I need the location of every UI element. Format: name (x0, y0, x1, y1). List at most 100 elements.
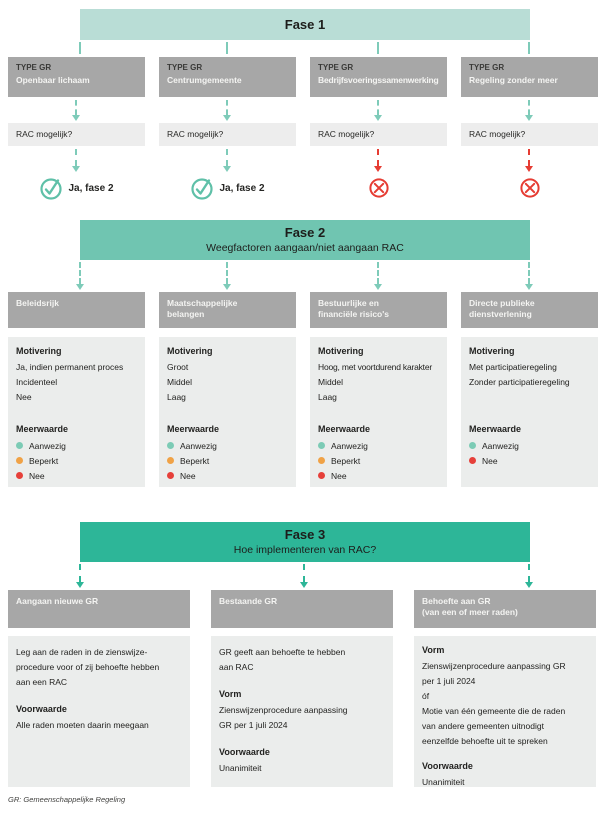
fase2-header-maatschappelijke-belangen: Maatschappelijke belangen (159, 292, 296, 328)
meerwaarde-item: Aanwezig (167, 438, 288, 453)
type-gr-name: Regeling zonder meer (469, 75, 558, 85)
meerwaarde-item: Nee (16, 468, 137, 483)
fase1-outcome-no (310, 174, 447, 202)
body-text-line: GR per 1 juli 2024 (219, 720, 288, 730)
voorwaarde-heading: Voorwaarde (16, 704, 67, 714)
fase1-outcome-no (461, 174, 598, 202)
fase1-question-box: RAC mogelijk? (159, 123, 296, 146)
body-text-line: procedure voor of zij behoefte hebben (16, 662, 160, 672)
fase1-type-box-bedrijfsvoeringssamenwerking: TYPE GR Bedrijfsvoeringssamenwerking (310, 57, 447, 97)
column-header-line: (van een of meer raden) (422, 607, 518, 617)
column-header-line: Directe publieke (469, 298, 535, 308)
body-text-line: Unanimiteit (219, 763, 262, 773)
outcome-label: Ja, fase 2 (68, 182, 114, 194)
fase1-outcome-yes: Ja, fase 2 (159, 174, 296, 202)
column-header-line: Behoefte aan GR (422, 596, 491, 606)
fase3-body-bestaande-gr: GR geeft aan behoefte te hebben aan RAC … (211, 636, 393, 787)
meerwaarde-heading: Meerwaarde (318, 424, 371, 434)
meerwaarde-item: Aanwezig (469, 438, 590, 453)
meerwaarde-label: Nee (482, 455, 498, 466)
type-gr-label: TYPE GR (16, 63, 52, 72)
status-dot-nee (16, 472, 23, 479)
motivering-list: Met participatieregeling Zonder particip… (469, 360, 590, 405)
fase2-title: Fase 2 (284, 225, 326, 240)
fase3-body-behoefte-aan-gr: Vorm Zienswijzenprocedure aanpassing GR … (414, 636, 596, 787)
motivering-item: Met participatieregeling (469, 362, 557, 372)
fase2-header-bar: Fase 2 Weegfactoren aangaan/niet aangaan… (80, 220, 530, 260)
motivering-item: Middel (167, 377, 193, 387)
body-text-line: Alle raden moeten daarin meegaan (16, 720, 149, 730)
type-gr-label: TYPE GR (167, 63, 203, 72)
type-gr-label: TYPE GR (469, 63, 505, 72)
meerwaarde-label: Aanwezig (331, 440, 368, 451)
body-text-line: Motie van één gemeente die de raden (422, 706, 566, 716)
fase1-type-box-openbaar-lichaam: TYPE GR Openbaar lichaam (8, 57, 145, 97)
motivering-item: Nee (16, 392, 32, 402)
meerwaarde-label: Beperkt (180, 455, 210, 466)
footnote: GR: Gemeenschappelijke Regeling (8, 795, 126, 804)
meerwaarde-heading: Meerwaarde (469, 424, 522, 434)
meerwaarde-label: Aanwezig (482, 440, 519, 451)
fase3-title: Fase 3 (284, 527, 326, 542)
motivering-list: Hoog, met voortdurend karakter Middel La… (318, 360, 439, 405)
status-dot-aanwezig (167, 442, 174, 449)
meerwaarde-item: Nee (469, 453, 590, 468)
fase1-question-box: RAC mogelijk? (8, 123, 145, 146)
cross-circle-icon (519, 178, 540, 198)
motivering-heading: Motivering (167, 346, 213, 356)
fase3-header-bar: Fase 3 Hoe implementeren van RAC? (80, 522, 530, 562)
meerwaarde-item: Aanwezig (318, 438, 439, 453)
column-header-line: dienstverlening (469, 309, 532, 319)
fase3-header-bestaande-gr: Bestaande GR (211, 590, 393, 628)
check-circle-icon (40, 178, 63, 200)
fase2-header-directe-publieke-dienstverlening: Directe publieke dienstverlening (461, 292, 598, 328)
motivering-item: Ja, indien permanent proces (16, 362, 124, 372)
status-dot-nee (167, 472, 174, 479)
motivering-heading: Motivering (469, 346, 515, 356)
status-dot-nee (469, 457, 476, 464)
fase2-body-bestuurlijke-financiele-risicos: Motivering Hoog, met voortdurend karakte… (310, 337, 447, 487)
fase3-body-aangaan-nieuwe-gr: Leg aan de raden in de zienswijze- proce… (8, 636, 190, 787)
body-text-line: GR geeft aan behoefte te hebben (219, 647, 346, 657)
column-header-line: Bestaande GR (219, 596, 278, 606)
meerwaarde-item: Nee (167, 468, 288, 483)
body-text-line: óf (422, 691, 430, 701)
column-header-line: Aangaan nieuwe GR (16, 596, 99, 606)
body-text-line: aan een RAC (16, 677, 68, 687)
column-header-line: Maatschappelijke (167, 298, 238, 308)
fase3-header-behoefte-aan-gr: Behoefte aan GR (van een of meer raden) (414, 590, 596, 628)
motivering-heading: Motivering (318, 346, 364, 356)
status-dot-beperkt (16, 457, 23, 464)
body-text-line: Leg aan de raden in de zienswijze- (16, 647, 148, 657)
column-header-line: financiële risico's (318, 309, 389, 319)
meerwaarde-label: Aanwezig (180, 440, 217, 451)
meerwaarde-label: Nee (331, 470, 347, 481)
body-text-line: aan RAC (219, 662, 254, 672)
meerwaarde-item: Beperkt (16, 453, 137, 468)
motivering-heading: Motivering (16, 346, 62, 356)
meerwaarde-label: Nee (29, 470, 45, 481)
fase1-type-box-regeling-zonder-meer: TYPE GR Regeling zonder meer (461, 57, 598, 97)
motivering-list: Groot Middel Laag (167, 360, 288, 405)
meerwaarde-item: Beperkt (167, 453, 288, 468)
type-gr-name: Bedrijfsvoeringssamenwerking (318, 75, 439, 85)
body-text-line: Zienswijzenprocedure aanpassing (219, 705, 348, 715)
fase1-header-bar: Fase 1 (80, 9, 530, 40)
type-gr-name: Openbaar lichaam (16, 75, 90, 85)
meerwaarde-heading: Meerwaarde (167, 424, 220, 434)
column-header-line: Bestuurlijke en (318, 298, 379, 308)
type-gr-name: Centrumgemeente (167, 75, 242, 85)
meerwaarde-label: Nee (180, 470, 196, 481)
meerwaarde-item: Nee (318, 468, 439, 483)
meerwaarde-label: Beperkt (29, 455, 59, 466)
status-dot-aanwezig (16, 442, 23, 449)
motivering-list: Ja, indien permanent proces Incidenteel … (16, 360, 137, 405)
meerwaarde-heading: Meerwaarde (16, 424, 69, 434)
voorwaarde-heading: Voorwaarde (219, 747, 270, 757)
motivering-item: Incidenteel (16, 377, 58, 387)
column-header-line: Beleidsrijk (16, 298, 59, 308)
motivering-item: Laag (167, 392, 186, 402)
body-text-line: per 1 juli 2024 (422, 676, 476, 686)
motivering-item: Laag (318, 392, 337, 402)
